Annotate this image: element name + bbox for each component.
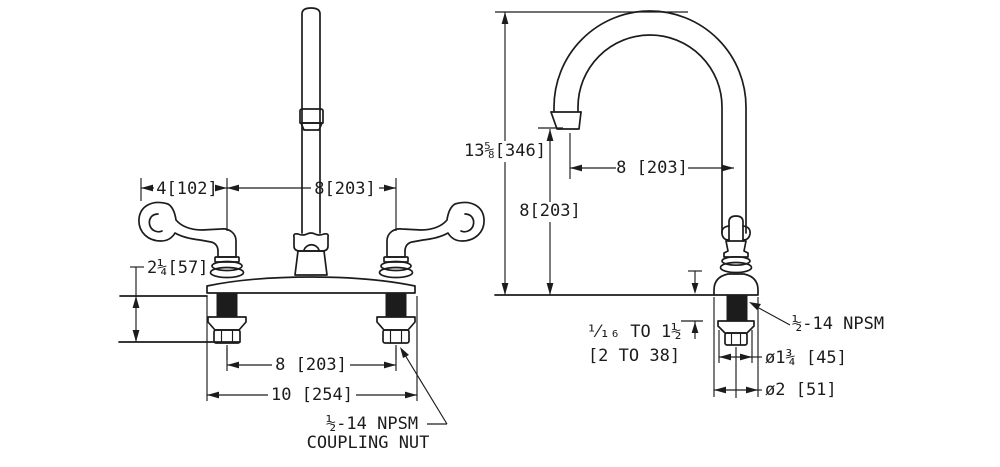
deck-body (206, 276, 416, 294)
dim-side-spout-reach: 8 [203] (569, 133, 734, 179)
arrowhead (714, 386, 726, 394)
dim-front-handle-to-spout: 8[203] (227, 178, 397, 231)
handle-rosette-lower (719, 261, 753, 274)
arrowhead (405, 391, 417, 399)
shank-threads (216, 292, 238, 318)
side-spout (550, 10, 747, 234)
spout-cap-arch (303, 244, 320, 251)
front-view: 4[102] 8[203] 2¼[57] 8 [203] (118, 7, 485, 453)
shank-washer (717, 320, 755, 334)
handle-column (728, 215, 744, 242)
dim-deck-width-label: 10 [254] (271, 385, 353, 405)
arrowhead (546, 283, 554, 295)
arrowhead (132, 330, 140, 342)
handle-rosette-lower (209, 266, 245, 279)
coupling-callout-line2: COUPLING NUT (307, 433, 430, 453)
dim-front-deck-width: 10 [254] (206, 296, 418, 405)
dim-side-outlet-height: 8[203] (519, 127, 581, 295)
spout-collar-ring (300, 122, 323, 131)
handle-rosette-upper (721, 255, 751, 267)
handle-blade-curl (148, 213, 163, 233)
handle-hook-left (721, 225, 730, 241)
arrowhead (691, 283, 699, 294)
front-handle-left (138, 201, 245, 279)
dim-shank-diameter-label: ø2 [51] (765, 380, 837, 400)
front-deck (118, 276, 416, 343)
dim-front-shank-length: 2¼[57] (130, 258, 208, 342)
arrowhead (227, 184, 239, 192)
shank-washer (207, 316, 247, 331)
arrowhead (132, 296, 140, 308)
side-shank (717, 294, 755, 398)
arrowhead (722, 164, 734, 172)
spout-skirt (294, 250, 328, 276)
arrowhead (740, 353, 752, 361)
arrowhead (227, 361, 239, 369)
leader-line (756, 306, 791, 326)
side-thread-callout: ½-14 NPSM (749, 302, 884, 334)
coupling-nut (724, 332, 748, 346)
handle-rosette-upper (211, 260, 243, 272)
spout-collar (299, 108, 324, 124)
arrowhead (691, 322, 699, 333)
dim-side-flange-diameter: ø1¾ [45] (718, 330, 847, 368)
dim-handle-to-spout-label: 8[203] (314, 179, 375, 199)
dim-side-shank-diameter: ø2 [51] (713, 297, 837, 400)
arrowhead (501, 283, 509, 295)
side-base (494, 273, 759, 296)
dim-overall-height-label: 13⅝[346] (464, 141, 546, 161)
handle-bonnet (723, 240, 749, 258)
gooseneck-inner (577, 34, 723, 234)
arrowhead (400, 347, 409, 358)
arrowhead (215, 184, 227, 192)
arrowhead (570, 164, 582, 172)
coupling-nut (213, 329, 241, 344)
arrowhead (141, 184, 153, 192)
handle-blade (138, 201, 237, 258)
dim-deck-range-line2: [2 TO 38] (588, 346, 680, 366)
front-shank-left (207, 292, 247, 360)
coupling-callout-line1: ½-14 NPSM (326, 414, 418, 434)
arrowhead (207, 391, 219, 399)
dim-flange-diameter-label: ø1¾ [45] (765, 348, 847, 368)
dim-faucet-centers-label: 8 [203] (275, 355, 347, 375)
handle-hook-right (742, 225, 751, 241)
shank-threads (726, 294, 748, 322)
arrowhead (384, 361, 396, 369)
dim-shank-length-label: 2¼[57] (147, 258, 208, 278)
thread-callout-label: ½-14 NPSM (792, 314, 884, 334)
nozzle-tip (550, 111, 582, 130)
front-spout (292, 7, 330, 276)
dim-handle-length-label: 4[102] (156, 179, 217, 199)
dim-side-overall-height: 13⅝[346] (464, 11, 688, 295)
dim-front-faucet-centers: 8 [203] (226, 348, 397, 375)
arrowhead (384, 184, 396, 192)
dim-side-deck-range: ¹⁄₁₆ TO 1½ [2 TO 38] (587, 270, 703, 366)
dim-outlet-height-label: 8[203] (519, 201, 580, 221)
side-handle (719, 215, 753, 274)
front-coupling-nut-callout: ½-14 NPSM COUPLING NUT (307, 347, 448, 453)
dim-spout-reach-label: 8 [203] (616, 158, 688, 178)
spout-cap-nut (292, 232, 330, 252)
gooseneck-outer (553, 10, 747, 234)
dim-deck-range-line1: ¹⁄₁₆ TO 1½ (587, 322, 682, 342)
side-view: 13⅝[346] 8[203] 8 [203] (464, 10, 884, 400)
leader-line (404, 354, 448, 425)
arrowhead (746, 386, 758, 394)
arrowhead (719, 353, 731, 361)
base-dome (713, 273, 759, 296)
spout-tube (301, 7, 321, 234)
front-handle-right (378, 201, 485, 279)
dim-front-handle-length: 4[102] (140, 178, 228, 231)
